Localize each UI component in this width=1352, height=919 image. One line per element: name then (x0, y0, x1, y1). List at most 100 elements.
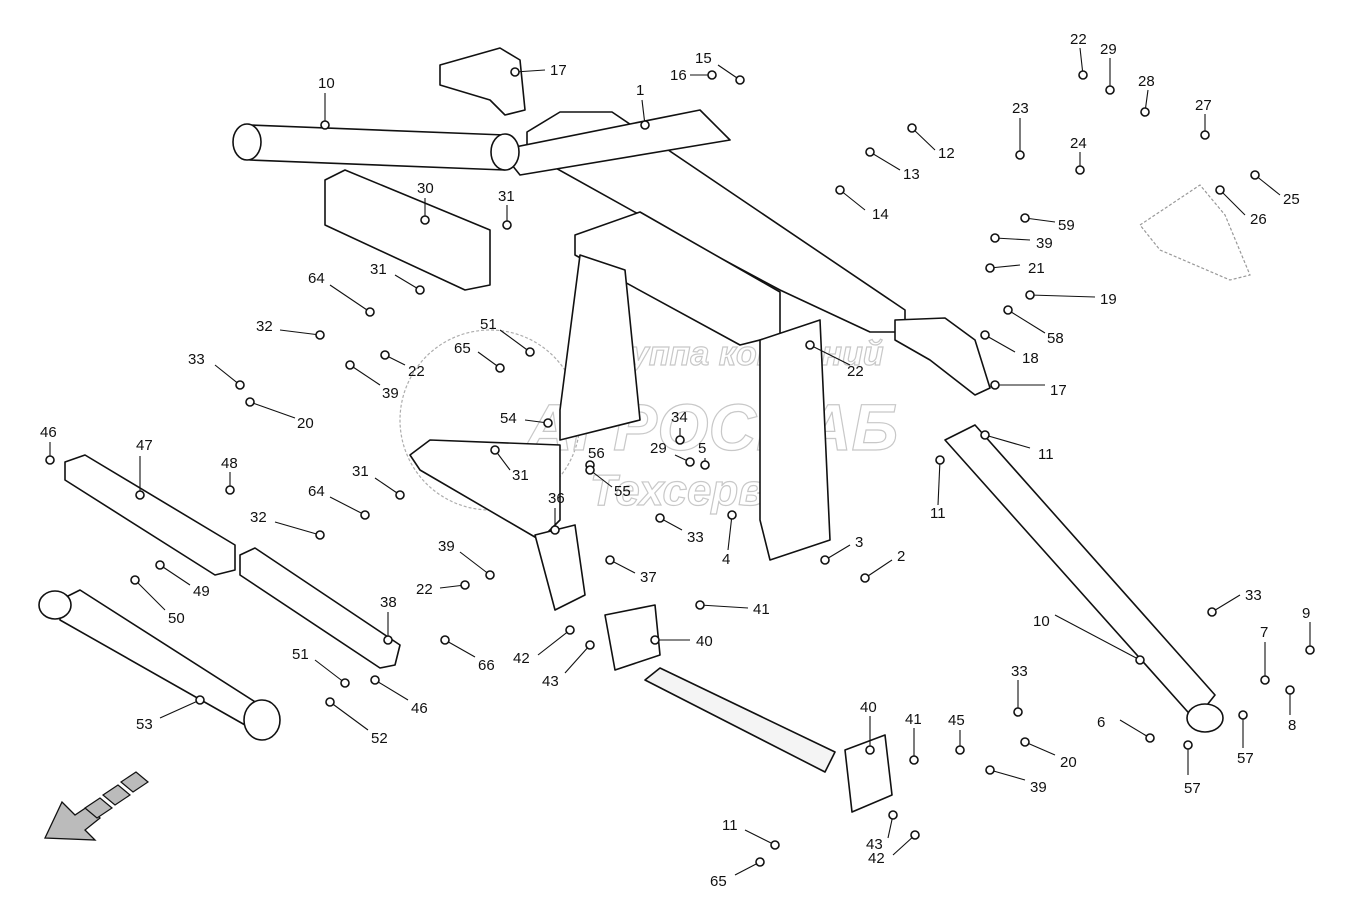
leader-line (1119, 719, 1151, 739)
callout-40: 40 (860, 699, 877, 755)
link-bar-47 (64, 454, 236, 576)
part-15 (735, 75, 745, 85)
part-38 (383, 635, 393, 645)
leader-line (824, 544, 851, 561)
part-27 (1200, 130, 1210, 140)
leader-line (1024, 741, 1056, 756)
part-11 (935, 455, 945, 465)
leader-line (911, 127, 936, 151)
part-number-label: 57 (1237, 750, 1254, 767)
part-1 (640, 120, 650, 130)
part-25 (1250, 170, 1260, 180)
bracket-40-upper (604, 604, 661, 671)
leader-line (249, 401, 296, 419)
part-number-label: 34 (671, 409, 688, 426)
part-number-label: 48 (221, 455, 238, 472)
callout-3: 3 (820, 534, 863, 565)
part-number-label: 45 (948, 712, 965, 729)
callout-8: 8 (1285, 685, 1296, 734)
part-number-label: 38 (380, 594, 397, 611)
leader-line (314, 659, 346, 684)
callout-55: 55 (585, 465, 631, 500)
callout-5: 5 (698, 440, 710, 470)
bracket-40-lower (844, 734, 893, 813)
callout-42: 42 (868, 830, 920, 867)
part-number-label: 47 (136, 437, 153, 454)
leader-line (159, 699, 201, 719)
leader-line (937, 459, 941, 506)
part-number-label: 39 (438, 538, 455, 555)
part-57 (1183, 740, 1193, 750)
callout-53: 53 (136, 695, 205, 733)
callout-33: 33 (188, 351, 245, 390)
callout-31: 31 (370, 261, 425, 295)
part-39 (485, 570, 495, 580)
callout-39: 39 (345, 360, 399, 402)
leader-line (869, 151, 901, 171)
part-58 (1003, 305, 1013, 315)
bracket-17 (439, 47, 526, 116)
part-39 (990, 233, 1000, 243)
callout-51: 51 (292, 646, 350, 688)
callout-65: 65 (454, 340, 505, 373)
callout-1: 1 (636, 82, 650, 130)
callout-30: 30 (417, 180, 434, 225)
callout-22: 22 (1070, 31, 1088, 80)
part-number-label: 32 (250, 509, 267, 526)
part-number-label: 22 (416, 581, 433, 598)
part-4 (727, 510, 737, 520)
callout-4: 4 (722, 510, 737, 568)
part-26 (1215, 185, 1225, 195)
part-64 (365, 307, 375, 317)
part-number-label: 14 (872, 206, 889, 223)
leader-line (459, 551, 491, 576)
part-51 (340, 678, 350, 688)
part-number-label: 41 (905, 711, 922, 728)
callout-46: 46 (370, 675, 428, 717)
leader-line (499, 329, 531, 353)
part-32 (315, 330, 325, 340)
part-number-label: 5 (698, 440, 706, 457)
part-number-label: 43 (866, 836, 883, 853)
hydraulic-cylinder-top (232, 123, 520, 171)
callout-2: 2 (860, 548, 905, 583)
part-number-label: 7 (1260, 624, 1268, 641)
part-number-label: 33 (687, 529, 704, 546)
part-43 (585, 640, 595, 650)
lift-arm-10 (944, 424, 1216, 721)
leader-line (1211, 594, 1241, 613)
part-45 (955, 745, 965, 755)
part-49 (155, 560, 165, 570)
leader-line (984, 334, 1016, 353)
part-number-label: 23 (1012, 100, 1029, 117)
part-17 (510, 67, 520, 77)
part-number-label: 1 (636, 82, 644, 99)
part-22 (805, 340, 815, 350)
part-number-label: 13 (903, 166, 920, 183)
part-number-label: 36 (548, 490, 565, 507)
part-number-label: 21 (1028, 260, 1045, 277)
part-31 (502, 220, 512, 230)
leader-line (329, 496, 366, 516)
leader-line (134, 579, 166, 611)
part-46 (370, 675, 380, 685)
callout-31: 31 (490, 445, 529, 484)
part-42 (910, 830, 920, 840)
callout-41: 41 (905, 711, 922, 765)
part-64 (360, 510, 370, 520)
part-21 (985, 263, 995, 273)
callout-54: 54 (500, 410, 553, 428)
callout-21: 21 (985, 260, 1045, 277)
part-number-label: 65 (710, 873, 727, 890)
callout-32: 32 (250, 509, 325, 540)
part-33 (235, 380, 245, 390)
callout-33: 33 (1011, 663, 1028, 717)
callout-41: 41 (695, 600, 770, 618)
leader-line (159, 564, 191, 586)
part-number-label: 20 (1060, 754, 1077, 771)
leader-line (444, 639, 476, 658)
part-number-label: 42 (868, 850, 885, 867)
part-39 (985, 765, 995, 775)
slotted-bar-38 (239, 547, 401, 669)
leader-line (744, 829, 776, 846)
